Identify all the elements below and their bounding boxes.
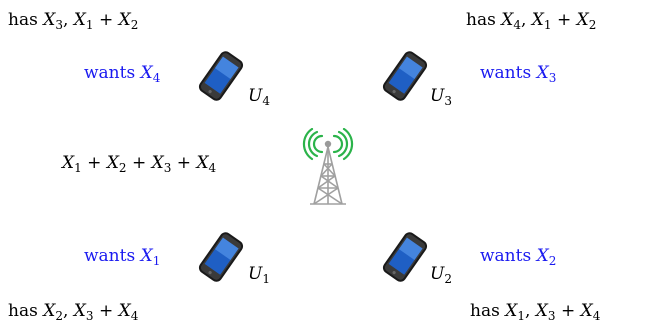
smartphone-icon [382, 51, 428, 101]
smartphone-icon [198, 232, 244, 282]
user3-wants-label: wants X3 [480, 63, 557, 85]
user1-has-label: has X2, X3 + X4 [8, 301, 139, 323]
user1-label: U1 [248, 264, 270, 286]
has-word: has [8, 10, 38, 30]
has-word: has [8, 301, 38, 321]
user2-label: U2 [430, 264, 452, 286]
user3-label: U3 [430, 86, 452, 108]
user1-wants-label: wants X1 [84, 246, 161, 268]
smartphone-icon [198, 51, 244, 101]
antenna-tower-icon [302, 128, 354, 205]
user3-has-label: has X4, X1 + X2 [466, 10, 597, 32]
broadcast-expression: X1 + X2 + X3 + X4 [62, 153, 217, 175]
user4-has-label: has X3, X1 + X2 [8, 10, 139, 32]
smartphone-icon [382, 232, 428, 282]
has-word: has [470, 301, 500, 321]
user4-wants-label: wants X4 [84, 63, 161, 85]
has-word: has [466, 10, 496, 30]
user2-wants-label: wants X2 [480, 246, 557, 268]
user2-has-label: has X1, X3 + X4 [470, 301, 601, 323]
user4-label: U4 [248, 86, 270, 108]
